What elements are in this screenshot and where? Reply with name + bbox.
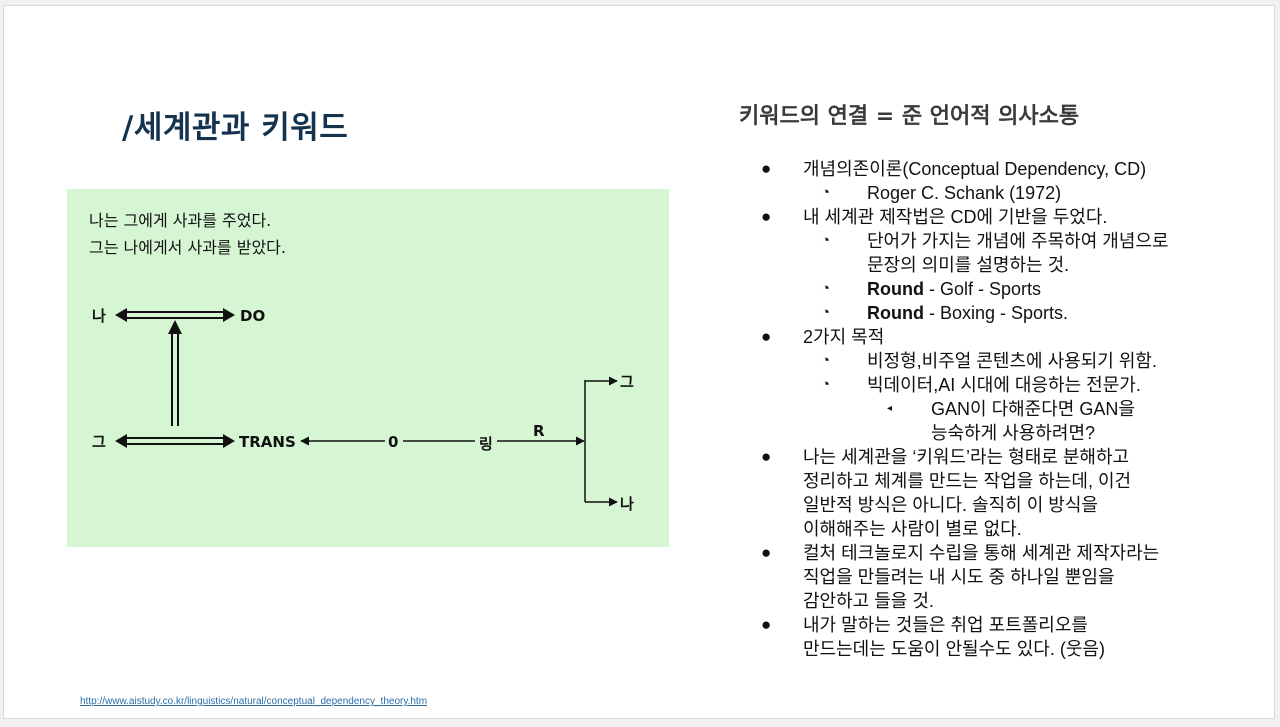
- quarter-circle-icon: ◔: [821, 352, 831, 369]
- quarter-circle-icon: ◔: [821, 280, 831, 297]
- quarter-circle-icon: ◔: [821, 304, 831, 321]
- na-do-double-arrow: [115, 308, 235, 322]
- list-item: ◔빅데이터,AI 시대에 대응하는 전문가.: [821, 375, 1141, 395]
- label-geu-right: 그: [620, 373, 634, 391]
- diagram-sentence-2: 그는 나에게서 사과를 받았다.: [89, 238, 286, 257]
- list-item: ◔Roger C. Schank (1972): [821, 183, 1062, 203]
- diagram-arrows: 나 DO 그 TRANS 0 링 R 그 나: [92, 307, 634, 513]
- quarter-circle-icon: ◔: [821, 184, 831, 201]
- label-na-right: 나: [620, 495, 634, 513]
- list-item: ●개념의존이론(Conceptual Dependency, CD): [761, 159, 1147, 179]
- label-geu-left: 그: [92, 433, 106, 451]
- bullet-dot-icon: ●: [761, 543, 772, 562]
- bullet-list: ●개념의존이론(Conceptual Dependency, CD) ◔Roge…: [759, 157, 1239, 661]
- geu-trans-double-arrow: [115, 434, 235, 448]
- bullet-dot-icon: ●: [761, 615, 772, 634]
- slide-title: /세계관과 키워드: [122, 110, 349, 146]
- vertical-double-arrow: [168, 320, 182, 426]
- list-item: ●2가지 목적: [761, 327, 885, 347]
- list-item: ◔비정형,비주얼 콘텐츠에 사용되기 위함.: [821, 351, 1157, 371]
- bullet-dot-icon: ●: [761, 159, 772, 178]
- list-item: ●내 세계관 제작법은 CD에 기반을 두었다.: [761, 207, 1108, 227]
- bullet-dot-icon: ●: [761, 207, 772, 226]
- diagram-sentence-1: 나는 그에게 사과를 주었다.: [89, 211, 272, 230]
- label-r: R: [533, 422, 545, 440]
- slide: /세계관과 키워드 키워드의 연결 = 준 언어적 의사소통 나는 그에게 사과…: [3, 5, 1275, 719]
- source-link[interactable]: http://www.aistudy.co.kr/linguistics/nat…: [80, 696, 428, 707]
- slide-subtitle: 키워드의 연결 = 준 언어적 의사소통: [739, 104, 1080, 129]
- list-item: ◔Round - Boxing - Sports.: [821, 303, 1069, 323]
- label-do: DO: [240, 307, 265, 325]
- bullet-dot-icon: ●: [761, 447, 772, 466]
- bullet-dot-icon: ●: [761, 327, 772, 346]
- label-na-top: 나: [92, 307, 106, 325]
- label-ring: 링: [479, 435, 493, 453]
- label-trans: TRANS: [239, 433, 296, 451]
- quarter-circle-icon: ◔: [821, 376, 831, 393]
- list-item: ◔Round - Golf - Sports: [821, 279, 1042, 299]
- quarter-circle-icon: ◔: [821, 232, 831, 249]
- conceptual-dependency-diagram: 나는 그에게 사과를 주었다. 그는 나에게서 사과를 받았다.: [67, 189, 669, 547]
- label-o: 0: [388, 433, 398, 451]
- small-triangle-icon: ◂: [887, 403, 893, 414]
